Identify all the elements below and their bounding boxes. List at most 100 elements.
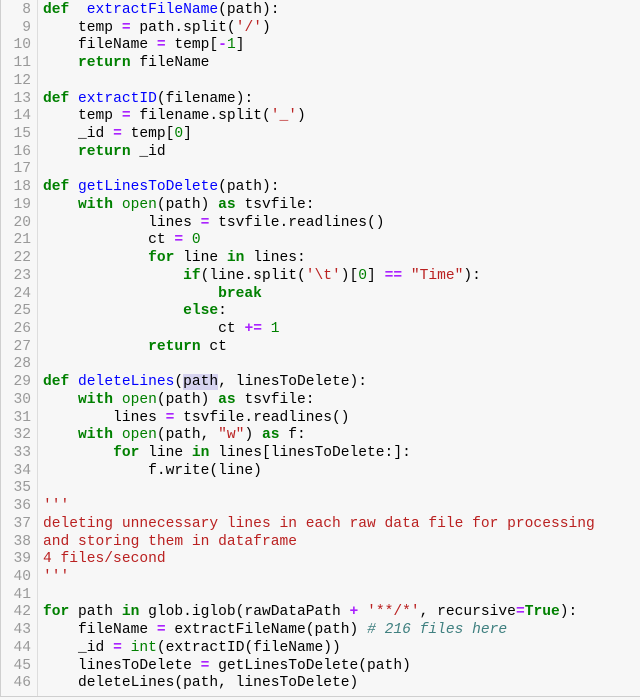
code-text[interactable]: with open(path, "w") as f: bbox=[38, 427, 306, 445]
code-text[interactable]: for line in lines: bbox=[38, 250, 306, 268]
code-line[interactable]: 14 temp = filename.split('_') bbox=[1, 108, 640, 126]
operator-token: = bbox=[121, 19, 131, 36]
code-line[interactable]: 8 def extractFileName(path): bbox=[1, 2, 640, 20]
code-token: (path): bbox=[218, 179, 280, 196]
code-text[interactable]: with open(path) as tsvfile: bbox=[38, 197, 314, 215]
code-line[interactable]: 32 with open(path, "w") as f: bbox=[1, 427, 640, 445]
code-text[interactable] bbox=[38, 480, 43, 498]
code-token bbox=[43, 427, 78, 443]
code-line[interactable]: 16 return _id bbox=[1, 144, 640, 162]
code-line[interactable]: 27 return ct bbox=[1, 339, 640, 357]
line-number: 10 bbox=[13, 37, 31, 54]
code-text[interactable]: deleteLines(path, linesToDelete) bbox=[38, 675, 358, 693]
code-line[interactable]: 26 ct += 1 bbox=[1, 321, 640, 339]
code-line[interactable]: 9 temp = path.split('/') bbox=[1, 20, 640, 38]
keyword-token: for bbox=[43, 604, 70, 621]
code-text[interactable]: return _id bbox=[38, 144, 166, 162]
code-line[interactable]: 41 bbox=[1, 587, 640, 605]
code-text[interactable] bbox=[38, 73, 43, 91]
code-text[interactable]: ''' bbox=[38, 498, 69, 516]
code-text[interactable]: for line in lines[linesToDelete:]: bbox=[38, 445, 411, 463]
code-line[interactable]: 31 lines = tsvfile.readlines() bbox=[1, 410, 640, 428]
operator-token: += bbox=[244, 320, 262, 337]
line-number: 9 bbox=[22, 19, 31, 36]
code-text[interactable]: fileName = temp[-1] bbox=[38, 37, 244, 55]
code-token bbox=[262, 321, 271, 337]
code-token: tsvfile: bbox=[235, 391, 315, 408]
code-line[interactable]: 25 else: bbox=[1, 303, 640, 321]
code-text[interactable]: with open(path) as tsvfile: bbox=[38, 391, 315, 410]
code-text[interactable]: and storing them in dataframe bbox=[38, 534, 297, 552]
code-text[interactable]: deleting unnecessary lines in each raw d… bbox=[38, 516, 595, 534]
code-line[interactable]: 17 bbox=[1, 161, 640, 179]
code-text[interactable]: else: bbox=[38, 303, 227, 321]
code-text[interactable] bbox=[38, 161, 43, 179]
code-line[interactable]: 40''' bbox=[1, 569, 640, 587]
code-line[interactable]: 22 for line in lines: bbox=[1, 250, 640, 268]
code-text[interactable]: if(line.split('\t')[0] == "Time"): bbox=[38, 268, 481, 286]
code-text[interactable]: _id = temp[0] bbox=[38, 126, 192, 144]
number-token: 0 bbox=[191, 232, 201, 249]
operator-token: = bbox=[165, 409, 175, 426]
code-line[interactable]: 15 _id = temp[0] bbox=[1, 126, 640, 144]
code-text[interactable]: def deleteLines(path, linesToDelete): bbox=[38, 374, 367, 392]
code-text[interactable] bbox=[38, 356, 43, 374]
code-text[interactable]: return ct bbox=[38, 339, 227, 357]
line-number: 22 bbox=[13, 250, 31, 267]
code-text[interactable]: def getLinesToDelete(path): bbox=[38, 179, 279, 197]
code-line[interactable]: 21 ct = 0 bbox=[1, 232, 640, 250]
code-text[interactable] bbox=[38, 587, 43, 605]
code-line[interactable]: 19 with open(path) as tsvfile: bbox=[1, 197, 640, 215]
code-text[interactable]: lines = tsvfile.readlines() bbox=[38, 409, 349, 428]
code-text[interactable]: _id = int(extractID(fileName)) bbox=[38, 640, 341, 658]
code-text[interactable]: temp = path.split('/') bbox=[38, 20, 271, 38]
code-line[interactable]: 12 bbox=[1, 73, 640, 91]
code-text[interactable]: lines = tsvfile.readlines() bbox=[38, 215, 384, 233]
code-text[interactable]: ct += 1 bbox=[38, 321, 279, 339]
code-text[interactable]: ct = 0 bbox=[38, 232, 201, 250]
code-line[interactable]: 28 bbox=[1, 356, 640, 374]
line-number: 12 bbox=[13, 72, 31, 89]
code-line[interactable]: 43 fileName = extractFileName(path) # 21… bbox=[1, 622, 640, 640]
code-line[interactable]: 30 with open(path) as tsvfile: bbox=[1, 392, 640, 410]
code-text[interactable]: ''' bbox=[38, 569, 69, 587]
code-line[interactable]: 44 _id = int(extractID(fileName)) bbox=[1, 640, 640, 658]
code-line[interactable]: 24 break bbox=[1, 286, 640, 304]
line-number: 31 bbox=[13, 409, 31, 426]
code-line[interactable]: 45 linesToDelete = getLinesToDelete(path… bbox=[1, 658, 640, 676]
code-line[interactable]: 33 for line in lines[linesToDelete:]: bbox=[1, 445, 640, 463]
code-line[interactable]: 34 f.write(line) bbox=[1, 463, 640, 481]
code-line[interactable]: 20 lines = tsvfile.readlines() bbox=[1, 215, 640, 233]
code-token: temp[ bbox=[121, 126, 175, 143]
code-text[interactable]: def extractID(filename): bbox=[38, 91, 253, 109]
code-text[interactable]: fileName = extractFileName(path) # 216 f… bbox=[38, 622, 507, 640]
code-text[interactable]: linesToDelete = getLinesToDelete(path) bbox=[38, 658, 411, 676]
code-text[interactable]: def extractFileName(path): bbox=[38, 2, 279, 20]
code-text[interactable]: f.write(line) bbox=[38, 463, 262, 481]
code-token: linesToDelete bbox=[43, 657, 201, 674]
line-number: 34 bbox=[13, 462, 31, 479]
code-text[interactable]: temp = filename.split('_') bbox=[38, 108, 306, 126]
code-text[interactable]: return fileName bbox=[38, 55, 209, 73]
line-number: 8 bbox=[22, 2, 31, 18]
code-line[interactable]: 10 fileName = temp[-1] bbox=[1, 37, 640, 55]
code-text[interactable]: break bbox=[38, 286, 262, 304]
code-text[interactable]: for path in glob.iglob(rawDataPath + '**… bbox=[38, 604, 577, 622]
code-line[interactable]: 35 bbox=[1, 480, 640, 498]
code-line[interactable]: 23 if(line.split('\t')[0] == "Time"): bbox=[1, 268, 640, 286]
code-text[interactable]: 4 files/second bbox=[38, 551, 166, 569]
line-number: 14 bbox=[13, 108, 31, 125]
code-line[interactable]: 36''' bbox=[1, 498, 640, 516]
code-token: (path) bbox=[156, 391, 219, 408]
code-line[interactable]: 46 deleteLines(path, linesToDelete) bbox=[1, 675, 640, 693]
code-line[interactable]: 11 return fileName bbox=[1, 55, 640, 73]
